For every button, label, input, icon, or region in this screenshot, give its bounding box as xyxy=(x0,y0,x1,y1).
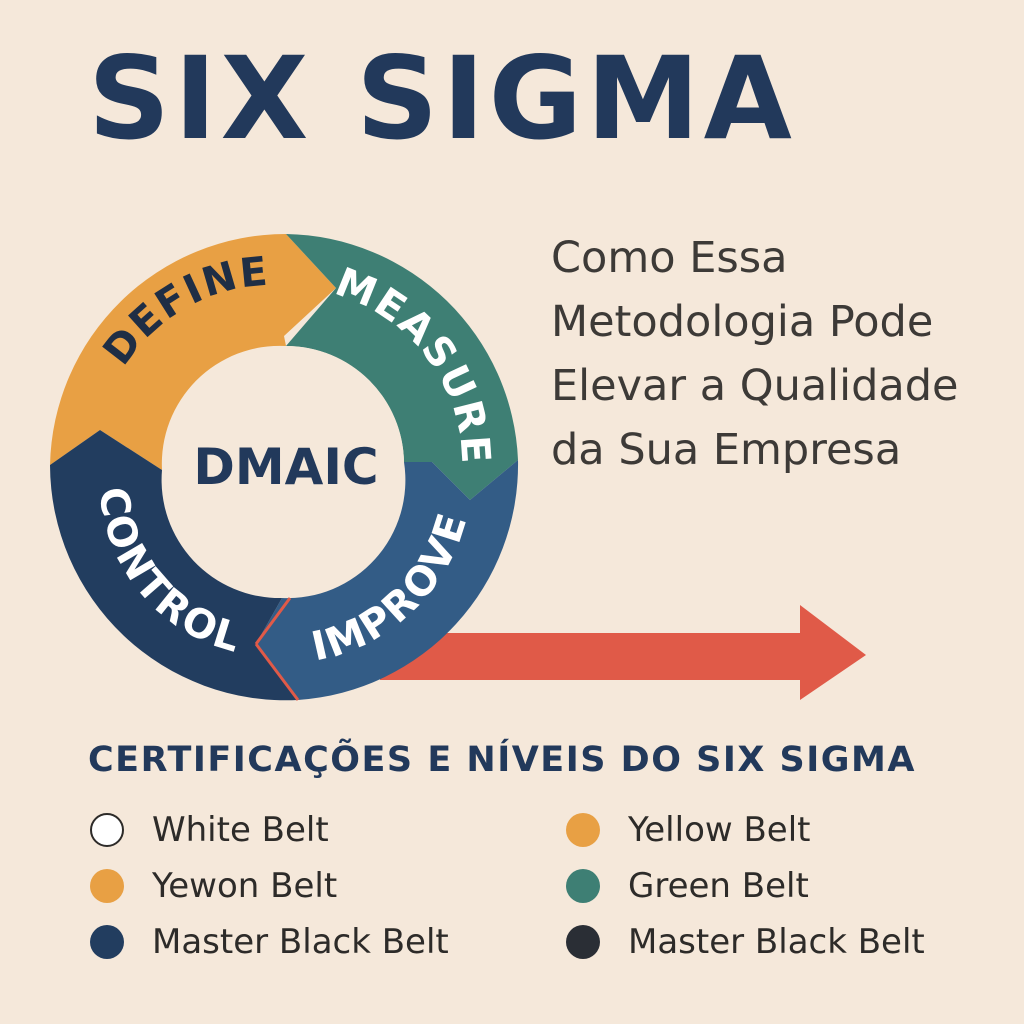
belt-label: Green Belt xyxy=(628,866,809,906)
belt-item-master-black-right: Master Black Belt xyxy=(566,922,925,962)
circle-icon xyxy=(90,925,124,959)
segment-improve xyxy=(256,460,519,700)
dmaic-center-label: DMAIC xyxy=(193,438,378,496)
belt-label: Master Black Belt xyxy=(152,922,449,962)
circle-outline-icon xyxy=(90,813,124,847)
belt-label: White Belt xyxy=(152,810,329,850)
segment-control xyxy=(50,430,298,701)
circle-icon xyxy=(566,813,600,847)
segment-divider xyxy=(254,643,300,701)
belt-item-green: Green Belt xyxy=(566,866,809,906)
belt-item-master-black-left: Master Black Belt xyxy=(90,922,449,962)
belt-label: Master Black Belt xyxy=(628,922,925,962)
dmaic-center-circle xyxy=(168,346,404,582)
circle-icon xyxy=(566,869,600,903)
certifications-heading: CERTIFICAÇÕES E NÍVEIS DO SIX SIGMA xyxy=(88,740,916,780)
belt-label: Yellow Belt xyxy=(628,810,811,850)
subtitle-line: Como Essa xyxy=(551,233,788,283)
segment-measure xyxy=(286,234,518,500)
subtitle-line: da Sua Empresa xyxy=(551,425,902,475)
belt-item-white: White Belt xyxy=(90,810,329,850)
segment-divider xyxy=(254,597,292,645)
subtitle: Como Essa Metodologia Pode Elevar a Qual… xyxy=(551,226,1011,482)
dmaic-cycle-diagram: DEFINE MEASURE IMPROVE CONTROL DMAIC xyxy=(50,234,866,701)
belt-item-yellow: Yellow Belt xyxy=(566,810,811,850)
circle-icon xyxy=(566,925,600,959)
subtitle-line: Metodologia Pode xyxy=(551,297,934,347)
subtitle-line: Elevar a Qualidade xyxy=(551,361,959,411)
belt-label: Yewon Belt xyxy=(152,866,338,906)
circle-icon xyxy=(90,869,124,903)
segment-define xyxy=(50,234,336,470)
belt-item-yewon: Yewon Belt xyxy=(90,866,337,906)
page-title: SIX SIGMA xyxy=(88,32,796,165)
process-arrow xyxy=(380,605,866,700)
